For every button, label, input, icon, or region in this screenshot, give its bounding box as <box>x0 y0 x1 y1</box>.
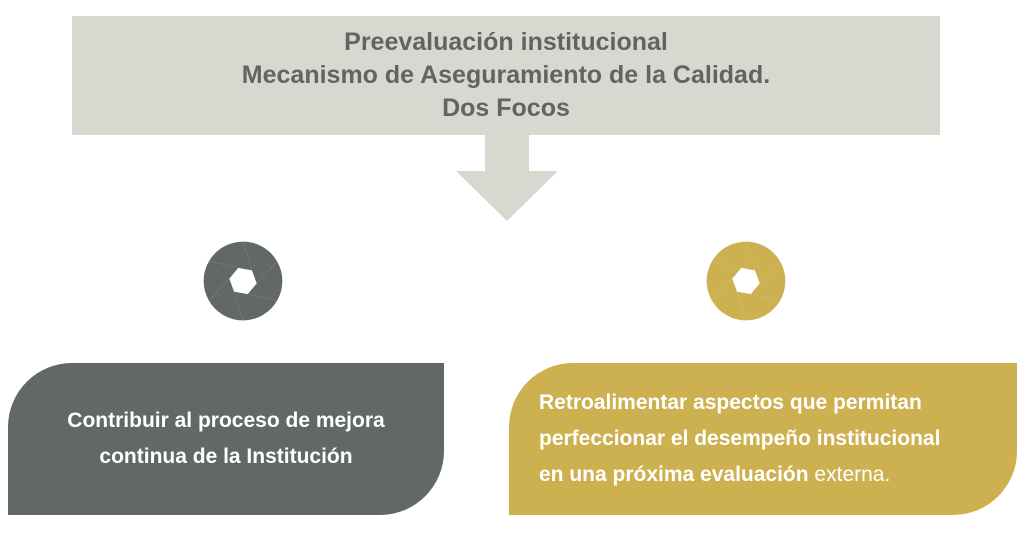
header-box: Preevaluación institucional Mecanismo de… <box>72 16 940 135</box>
focus-card-feedback: Retroalimentar aspectos que permitan per… <box>509 363 1017 515</box>
focus-right-line-3-normal: externa. <box>808 463 891 486</box>
aperture-blade <box>203 261 239 301</box>
aperture-blade <box>711 241 755 271</box>
aperture-icon <box>706 241 786 321</box>
focus-right-line-1: Retroalimentar aspectos que permitan <box>539 391 922 414</box>
down-arrow-icon <box>456 135 558 221</box>
focus-right-line-2: perfeccionar el desempeño institucional <box>539 427 941 450</box>
aperture-blade <box>711 278 746 321</box>
focus-card-continuous-improvement: Contribuir al proceso de mejora continua… <box>8 363 444 515</box>
aperture-icon <box>203 241 283 321</box>
aperture-blade <box>247 261 283 301</box>
aperture-blade <box>706 261 742 301</box>
aperture-blade <box>234 291 278 321</box>
aperture-blade <box>746 241 781 284</box>
aperture-blade <box>750 261 786 301</box>
focus-left-line-2: continua de la Institución <box>99 445 353 468</box>
focus-right-line-3-bold: en una próxima evaluación <box>539 463 809 486</box>
header-title-line-3: Dos Focos <box>442 94 570 122</box>
header-title-line-2: Mecanismo de Aseguramiento de la Calidad… <box>241 61 771 89</box>
aperture-blade <box>208 241 252 271</box>
focus-left-line-1: Contribuir al proceso de mejora <box>67 409 385 432</box>
aperture-blade <box>208 278 243 321</box>
aperture-blade <box>243 241 278 284</box>
header-title-line-1: Preevaluación institucional <box>344 28 668 56</box>
focus-text-left: Contribuir al proceso de mejora continua… <box>67 403 384 475</box>
focus-text-right: Retroalimentar aspectos que permitan per… <box>539 385 940 493</box>
focus-right-line-3: en una próxima evaluación externa. <box>539 457 940 493</box>
aperture-blade <box>737 291 781 321</box>
